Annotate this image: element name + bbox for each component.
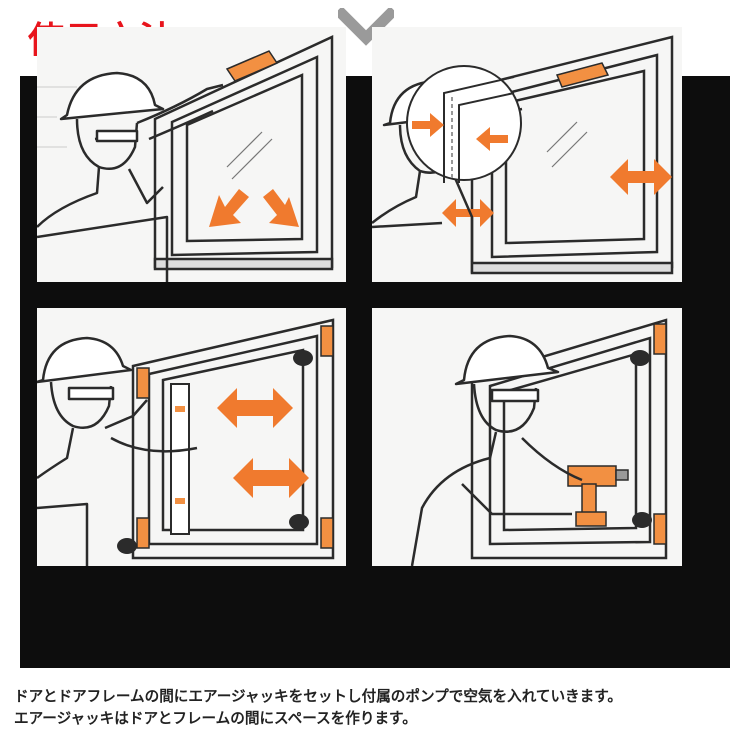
air-jack bbox=[136, 325, 334, 549]
air-jack bbox=[225, 50, 279, 82]
orange-arrow-icon bbox=[412, 113, 508, 151]
instruction-caption: ドアとドアフレームの間にエアージャッキをセットし付属のポンプで空気を入れていきま… bbox=[14, 686, 744, 730]
drill-tool bbox=[567, 465, 629, 527]
step-panel-4 bbox=[372, 308, 682, 566]
zoom-inset-circle bbox=[406, 65, 522, 183]
step-panel-1 bbox=[37, 27, 346, 282]
air-jack bbox=[555, 62, 610, 88]
step-panel-3 bbox=[37, 308, 346, 566]
step-1-illustration bbox=[37, 35, 334, 282]
step-4-illustration bbox=[410, 318, 668, 566]
pump-bulb bbox=[117, 350, 313, 554]
caption-line-2: エアージャッキはドアとフレームの間にスペースを作ります。 bbox=[14, 710, 417, 727]
level-tool bbox=[170, 383, 190, 535]
pump-bulb bbox=[630, 350, 652, 528]
orange-arrow-icon bbox=[442, 159, 672, 227]
step-3-illustration bbox=[37, 318, 335, 566]
orange-arrow-icon bbox=[217, 388, 309, 498]
orange-arrow-icon bbox=[209, 189, 299, 227]
air-jack bbox=[653, 323, 667, 545]
chevron-down-icon bbox=[338, 8, 394, 46]
caption-line-1: ドアとドアフレームの間にエアージャッキをセットし付属のポンプで空気を入れていきま… bbox=[14, 688, 622, 705]
